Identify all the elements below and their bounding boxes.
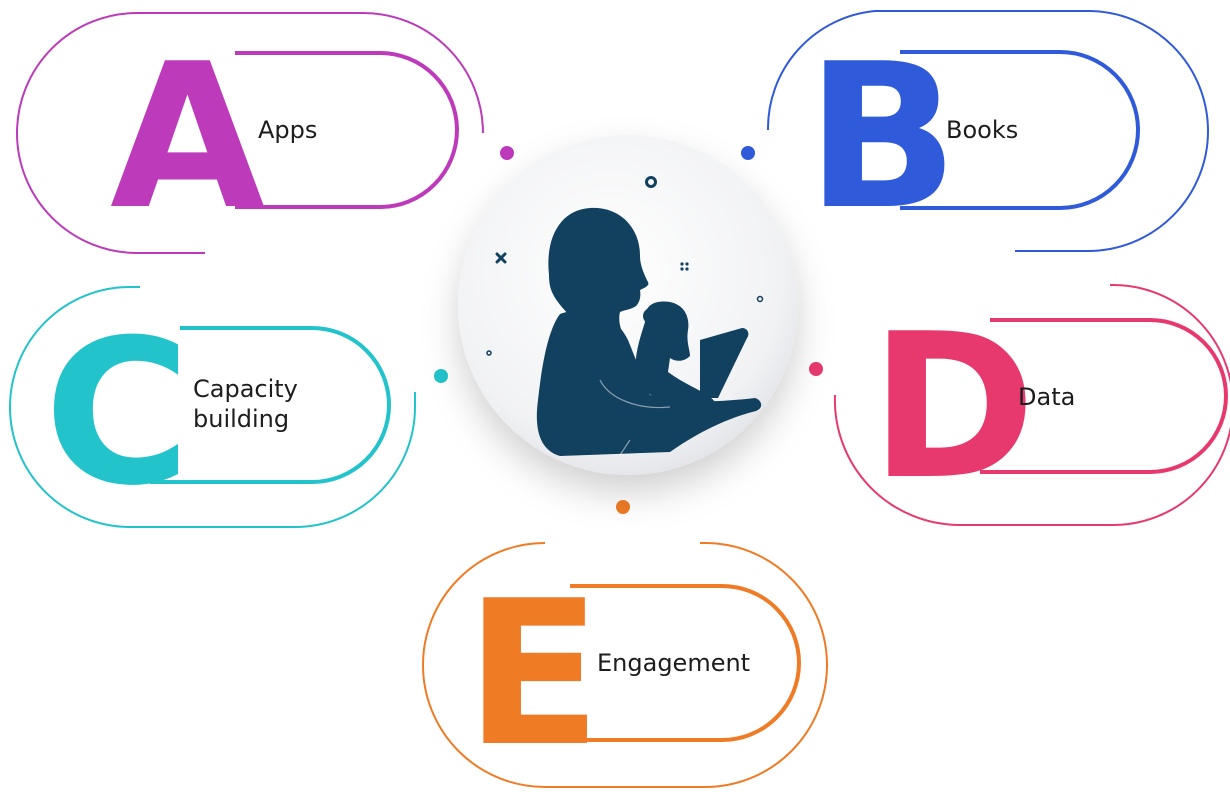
item-a-label: Apps <box>258 116 318 144</box>
item-c-outer-pill <box>9 286 416 528</box>
item-d-outer-pill-tail <box>833 394 1000 526</box>
item-e <box>422 500 828 788</box>
item-d-outer-pill <box>1000 284 1230 526</box>
item-e-outer-pill <box>422 542 828 788</box>
item-c-dot <box>434 369 448 383</box>
item-e-letter: E <box>465 558 602 791</box>
item-d-label: Data <box>1018 383 1076 411</box>
item-b-label: Books <box>946 116 1019 144</box>
item-a-inner-pill <box>235 51 459 209</box>
item-d <box>809 284 1230 526</box>
item-a-outer-pill <box>16 12 484 254</box>
center-illustration <box>458 135 798 475</box>
item-a-dot <box>500 146 514 160</box>
item-c-letter: C <box>44 297 191 530</box>
item-a <box>16 12 514 254</box>
item-d-dot <box>809 362 823 376</box>
item-d-inner-pill <box>980 318 1228 474</box>
item-d-letter: D <box>870 291 1036 524</box>
item-c-label: Capacity building <box>193 375 298 433</box>
item-e-dot <box>616 500 630 514</box>
item-e-inner-pill <box>570 584 801 742</box>
item-c <box>9 286 448 528</box>
item-b-letter: B <box>806 21 958 254</box>
item-b <box>741 10 1209 252</box>
item-b-dot <box>741 146 755 160</box>
item-a-letter: A <box>110 21 265 254</box>
reader-hand-lines <box>599 379 671 456</box>
item-c-inner-pill <box>150 326 391 484</box>
item-e-label: Engagement <box>597 649 751 677</box>
item-b-outer-pill-tail <box>766 10 876 131</box>
sparkle-marks <box>486 176 764 356</box>
reader-silhouette-icon <box>536 207 762 456</box>
item-b-outer-pill <box>875 10 1209 252</box>
item-b-inner-pill <box>900 50 1140 210</box>
